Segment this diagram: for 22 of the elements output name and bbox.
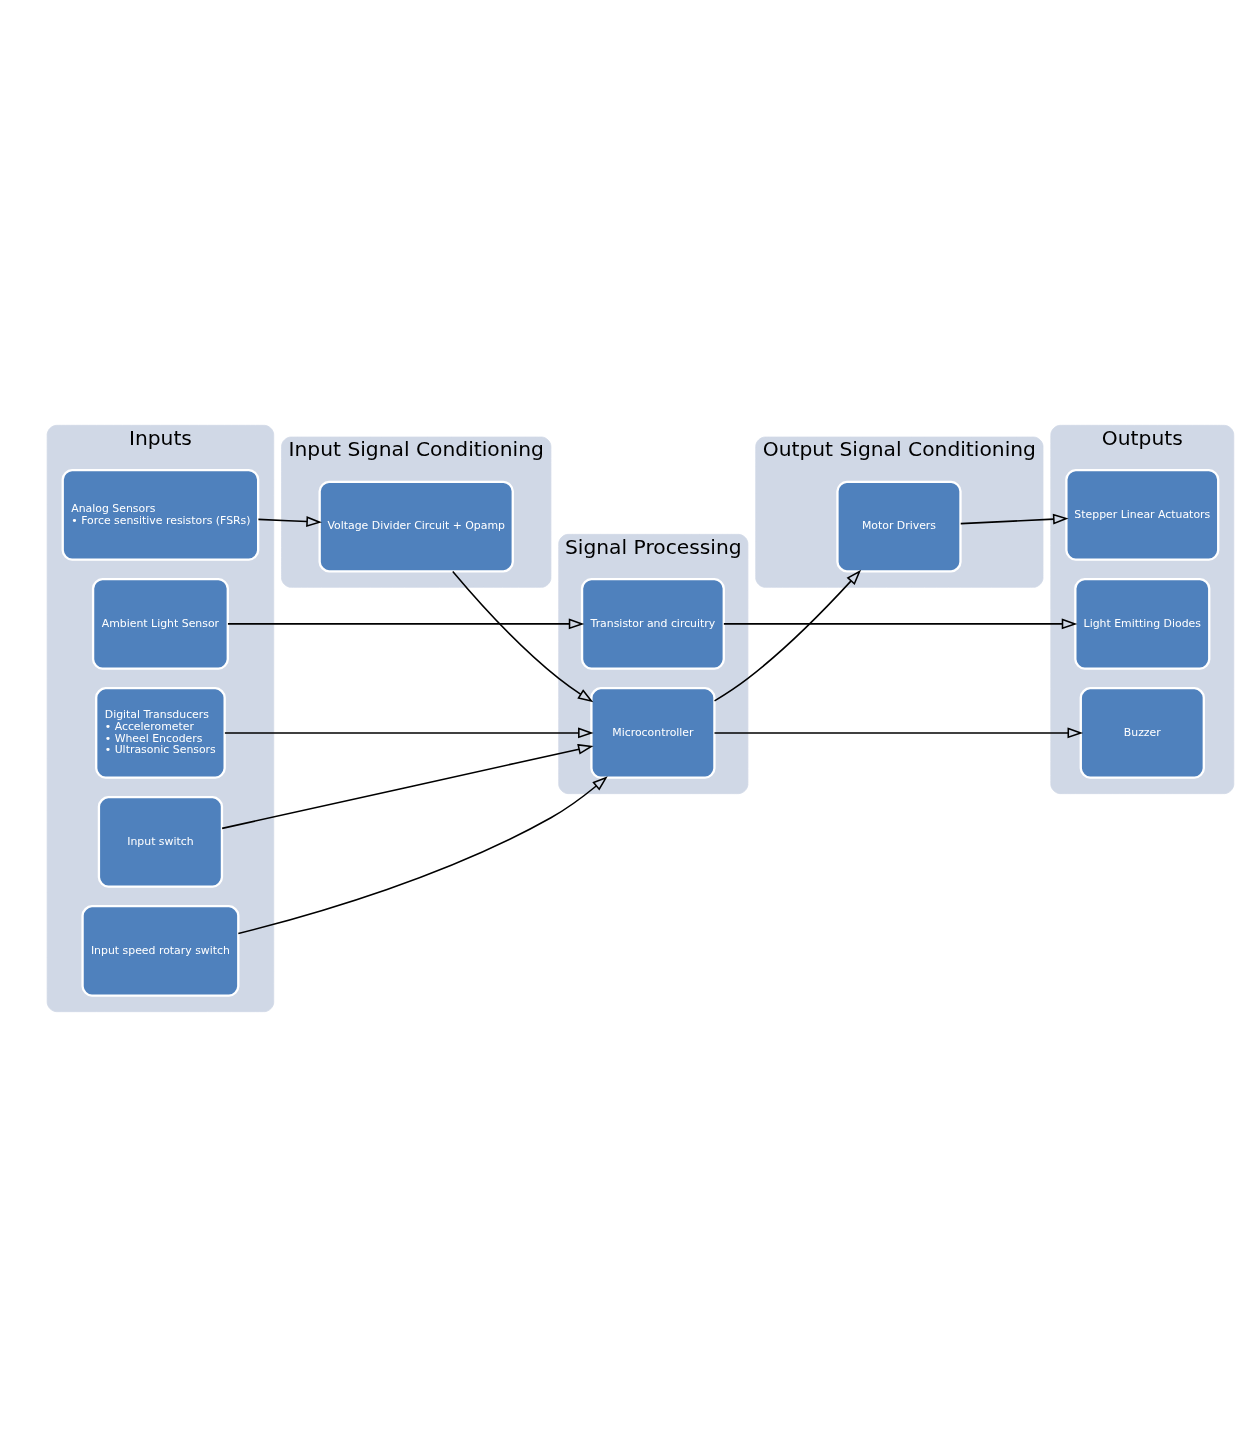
node-box: Motor Drivers [836, 480, 962, 573]
arrow [723, 618, 1078, 630]
arrow [713, 569, 862, 702]
arrow [257, 516, 322, 527]
node-box: Input switch [97, 795, 224, 888]
arrow [237, 776, 608, 935]
node-box: Stepper Linear Actuators [1065, 468, 1220, 561]
arrow [221, 743, 594, 830]
node-box: Ambient Light Sensor [91, 577, 229, 670]
node-box: Microcontroller [590, 686, 716, 779]
arrow [960, 513, 1069, 525]
node-box: Buzzer [1079, 686, 1205, 779]
node-box: Digital Transducers • Accelerometer • Wheel Encoders • Ultrasonic Sensors [95, 686, 226, 779]
arrow [452, 570, 594, 703]
node-box: Input speed rotary switch [81, 905, 240, 997]
node-box: Transistor and circuitry [580, 577, 725, 670]
node-box: Analog Sensors • Force sensitive resistors (FSRs) [61, 468, 260, 561]
arrow [224, 727, 594, 739]
arrow [227, 618, 585, 630]
node-box: Voltage Divider Circuit + Opamp [318, 480, 514, 573]
node-box: Light Emitting Diodes [1074, 577, 1211, 670]
arrow [713, 727, 1084, 739]
